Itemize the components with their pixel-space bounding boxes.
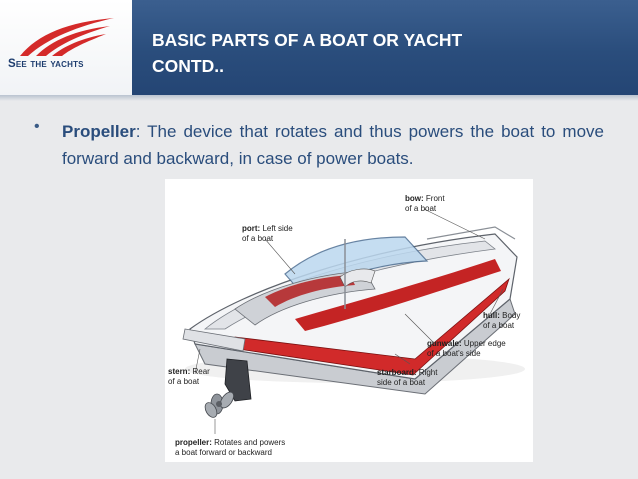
label-hull-desc-2: of a boat xyxy=(483,320,515,330)
label-stern-desc-2: of a boat xyxy=(168,376,200,386)
title-line-2: CONTD.. xyxy=(152,56,224,76)
label-bow-term: bow: xyxy=(405,194,424,203)
bullet-text: Propeller: The device that rotates and t… xyxy=(62,118,604,172)
label-stern: stern: Rear of a boat xyxy=(168,367,210,386)
logo: See the yachts xyxy=(0,0,132,95)
label-stern-desc: Rear xyxy=(192,367,210,376)
boat-diagram: bow: Front of a boat port: Left side of … xyxy=(165,179,533,462)
label-gunwale-desc-2: of a boat's side xyxy=(427,348,481,358)
label-hull: hull: Body of a boat xyxy=(483,311,520,330)
header-divider xyxy=(0,95,638,101)
label-hull-term: hull: xyxy=(483,311,500,320)
label-gunwale: gunwale: Upper edge of a boat's side xyxy=(427,339,506,358)
label-gunwale-term: gunwale: xyxy=(427,339,462,348)
bullet-description: : The device that rotates and thus power… xyxy=(62,122,604,168)
label-starboard-term: starboard: xyxy=(377,368,417,377)
logo-text: See the yachts xyxy=(8,58,84,70)
title-line-1: BASIC PARTS OF A BOAT OR YACHT xyxy=(152,30,463,50)
label-port: port: Left side of a boat xyxy=(242,224,293,243)
label-gunwale-desc: Upper edge xyxy=(463,339,506,348)
label-bow: bow: Front of a boat xyxy=(405,194,445,213)
bullet-term: Propeller xyxy=(62,122,136,141)
label-bow-desc: Front xyxy=(425,194,445,203)
label-starboard: starboard: Right side of a boat xyxy=(377,368,437,387)
label-port-desc-2: of a boat xyxy=(242,233,274,243)
page-title: BASIC PARTS OF A BOAT OR YACHT CONTD.. xyxy=(152,27,572,79)
label-starboard-desc: Right xyxy=(418,368,438,377)
slide-header: See the yachts BASIC PARTS OF A BOAT OR … xyxy=(0,0,638,95)
label-hull-desc: Body xyxy=(502,311,521,320)
swoosh-icon xyxy=(20,18,114,56)
label-propeller-desc: Rotates and powers xyxy=(214,438,286,447)
label-port-desc: Left side xyxy=(262,224,293,233)
boat-illustration xyxy=(182,208,525,434)
label-stern-term: stern: xyxy=(168,367,191,376)
label-port-term: port: xyxy=(242,224,261,233)
bullet-icon: • xyxy=(34,118,40,135)
label-bow-desc-2: of a boat xyxy=(405,203,437,213)
label-propeller-desc-2: a boat forward or backward xyxy=(175,447,272,457)
label-propeller-term: propeller: xyxy=(175,438,212,447)
label-propeller: propeller: Rotates and powers a boat for… xyxy=(175,438,285,457)
label-starboard-desc-2: side of a boat xyxy=(377,377,426,387)
